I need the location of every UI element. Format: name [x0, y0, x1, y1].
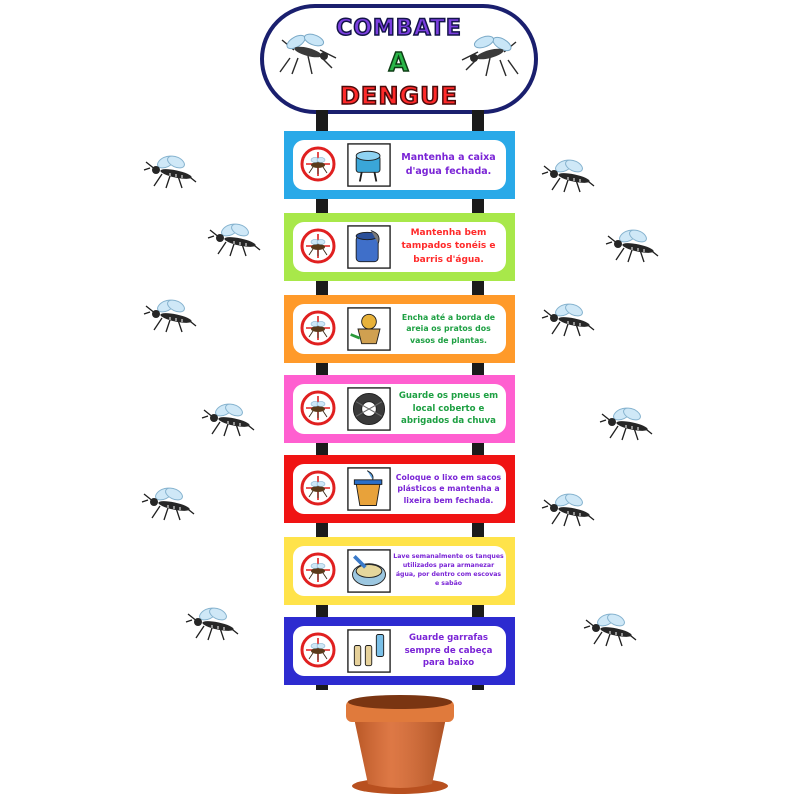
- water-tank-icon: [347, 143, 391, 187]
- no-mosquito-icon: [299, 309, 337, 347]
- title-line-a: A: [388, 47, 410, 79]
- mosquito-icon: [141, 485, 195, 521]
- mosquito-icon: [605, 227, 659, 263]
- tip-text: Lave semanalmente os tanques utilizados …: [393, 553, 504, 587]
- tip-panel: Mantenha a caixa d'agua fechada.: [284, 131, 515, 199]
- no-mosquito-icon: [299, 389, 337, 427]
- wash-tank-icon: [347, 549, 391, 593]
- tip-panel: Guarde os pneus em local coberto e abrig…: [284, 375, 515, 443]
- mosquito-icon: [207, 221, 261, 257]
- title-line-dengue: DENGUE: [339, 81, 458, 111]
- mosquito-icon: [583, 611, 637, 647]
- flower-pot-icon: [346, 695, 454, 794]
- tip-panel: Encha até a borda de areia os pratos dos…: [284, 295, 515, 363]
- tip-panel: Coloque o lixo em sacos plásticos e mant…: [284, 455, 515, 523]
- mosquito-icon: [541, 491, 595, 527]
- no-mosquito-icon: [299, 227, 337, 265]
- no-mosquito-icon: [299, 145, 337, 183]
- title-line-combate: COMBATE: [335, 15, 462, 42]
- title-sign: COMBATE A DENGUE: [260, 4, 538, 114]
- plant-pot-icon: [347, 307, 391, 351]
- mosquito-icon: [279, 33, 337, 75]
- mosquito-icon: [201, 401, 255, 437]
- barrel-icon: [347, 225, 391, 269]
- mosquito-icon: [541, 157, 595, 193]
- no-mosquito-icon: [299, 551, 337, 589]
- tip-text: Mantenha a caixa d'agua fechada.: [401, 152, 496, 177]
- tip-text: Encha até a borda de areia os pratos dos…: [401, 313, 496, 345]
- bottles-icon: [347, 629, 391, 673]
- tire-icon: [347, 387, 391, 431]
- tip-panel: Guarde garrafas sempre de cabeça para ba…: [284, 617, 515, 685]
- mosquito-icon: [461, 35, 519, 77]
- no-mosquito-icon: [299, 631, 337, 669]
- no-mosquito-icon: [299, 469, 337, 507]
- tip-text: Mantenha bem tampados tonéis e barris d'…: [401, 228, 496, 265]
- trash-bin-icon: [347, 467, 391, 511]
- tip-panel: Lave semanalmente os tanques utilizados …: [284, 537, 515, 605]
- mosquito-icon: [599, 405, 653, 441]
- tip-text: Coloque o lixo em sacos plásticos e mant…: [395, 473, 502, 505]
- mosquito-icon: [185, 605, 239, 641]
- mosquito-icon: [143, 297, 197, 333]
- mosquito-icon: [541, 301, 595, 337]
- tip-panel: Mantenha bem tampados tonéis e barris d'…: [284, 213, 515, 281]
- mosquito-icon: [143, 153, 197, 189]
- tip-text: Guarde os pneus em local coberto e abrig…: [398, 391, 499, 427]
- tip-text: Guarde garrafas sempre de cabeça para ba…: [404, 633, 493, 669]
